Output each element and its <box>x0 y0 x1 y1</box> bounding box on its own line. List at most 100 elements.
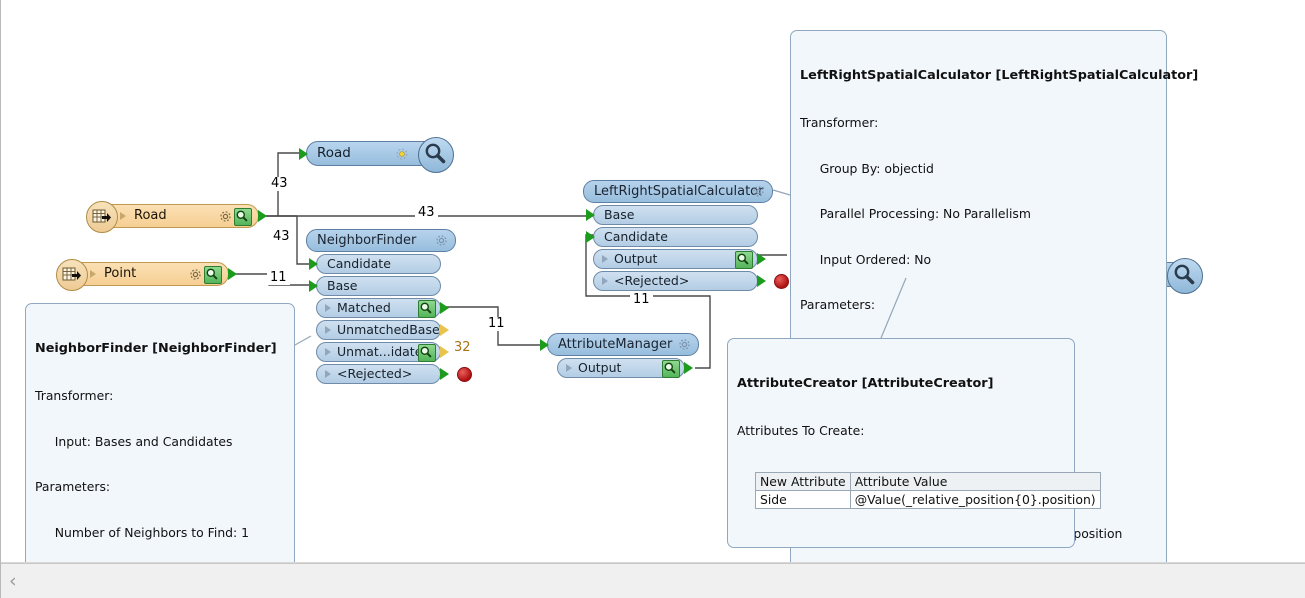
port-out-output[interactable]: Output <box>557 358 693 378</box>
reader-label-road: Road <box>134 208 167 223</box>
port-label: Unmat...idate <box>337 344 423 359</box>
gear-icon[interactable] <box>189 267 202 280</box>
node-road-reader[interactable]: Road <box>86 201 267 233</box>
input-arrow-icon <box>309 280 318 292</box>
port-label: <Rejected> <box>337 366 413 381</box>
annotation-line: Parameters: <box>35 479 111 495</box>
input-arrow-icon <box>586 209 595 221</box>
chevron-left-icon[interactable]: ‹ <box>9 570 17 592</box>
table-header-row: New Attribute Attribute Value <box>755 471 1101 491</box>
port-out-unmatchedcandidate[interactable]: Unmat...idate <box>316 342 449 362</box>
annotation-attributecreator[interactable]: AttributeCreator [AttributeCreator] Attr… <box>727 338 1101 549</box>
magnifier-badge-icon[interactable] <box>204 266 222 284</box>
magnifier-badge-icon[interactable] <box>418 300 436 318</box>
edge-label-road-to-roadinspect: 43 <box>268 177 291 191</box>
port-in-base[interactable]: Base <box>309 276 441 296</box>
attributes-table: New Attribute Attribute Value Side @Valu… <box>755 471 1101 510</box>
output-arrow-icon <box>440 324 449 336</box>
port-out-rejected[interactable]: <Rejected> <box>593 271 789 291</box>
port-label: UnmatchedBase <box>337 322 440 337</box>
annotation-title: AttributeCreator [AttributeCreator] <box>737 376 994 392</box>
magnifier-badge-icon[interactable] <box>234 208 252 226</box>
node-lrsc[interactable]: LeftRightSpatialCalculator Base Candidat… <box>583 180 789 291</box>
rejected-dot <box>457 367 472 382</box>
canvas-bottom-divider <box>1 562 1305 563</box>
gear-icon[interactable] <box>219 209 232 222</box>
port-out-unmatchedbase[interactable]: UnmatchedBase <box>316 320 449 340</box>
annotation-line: Group By: objectid <box>800 160 934 176</box>
port-in-candidate[interactable]: Candidate <box>586 227 758 247</box>
table-arrow-icon <box>56 259 88 291</box>
node-road-inspector[interactable]: Road <box>299 136 454 173</box>
annotation-line: Transformer: <box>35 388 114 404</box>
port-label: Candidate <box>604 229 668 244</box>
workflow-canvas[interactable]: Road <box>1 0 1305 563</box>
port-label: <Rejected> <box>614 273 690 288</box>
expand-triangle-icon <box>566 364 572 372</box>
magnifier-icon[interactable] <box>1167 257 1203 294</box>
port-label: Base <box>327 278 358 293</box>
node-header-lrsc[interactable]: LeftRightSpatialCalculator <box>583 180 773 203</box>
expand-triangle-icon <box>325 348 331 356</box>
gear-icon-yellow[interactable] <box>395 147 408 160</box>
gear-icon[interactable] <box>678 338 691 351</box>
magnifier-badge-icon[interactable] <box>735 251 753 269</box>
column-header-attribute-value: Attribute Value <box>849 471 1101 491</box>
output-arrow-icon <box>440 368 449 380</box>
gear-icon[interactable] <box>435 234 448 247</box>
annotation-subtitle: Attributes To Create: <box>737 423 865 439</box>
node-label-road-inspect: Road <box>317 145 351 161</box>
node-attributemanager[interactable]: AttributeManager Output <box>540 333 699 378</box>
input-arrow-icon <box>540 338 549 351</box>
node-header-attributemanager[interactable]: AttributeManager <box>540 333 699 356</box>
reader-label-point: Point <box>104 266 137 281</box>
table-row: Side @Value(_relative_position{0}.positi… <box>755 489 1101 510</box>
port-out-rejected[interactable]: <Rejected> <box>316 364 472 384</box>
table-arrow-icon <box>86 201 118 233</box>
input-arrow-icon <box>309 258 318 270</box>
annotation-line: Number of Neighbors to Find: 1 <box>35 524 250 540</box>
port-label: Output <box>614 251 658 266</box>
output-arrow-icon <box>440 302 449 314</box>
edge-label-am-to-lrsc-candidate: 11 <box>630 293 653 307</box>
expand-triangle-icon <box>602 255 608 263</box>
magnifier-badge-icon[interactable] <box>418 344 436 362</box>
expand-triangle-icon <box>325 370 331 378</box>
annotation-title: LeftRightSpatialCalculator [LeftRightSpa… <box>800 68 1199 84</box>
edge-label-nf-matched-to-am: 11 <box>485 317 508 331</box>
reader-body-road[interactable]: Road <box>86 201 267 233</box>
magnifier-icon[interactable] <box>418 136 454 173</box>
output-arrow-icon <box>228 268 237 280</box>
output-arrow-icon <box>757 253 766 265</box>
annotation-line: Parameters: <box>800 297 876 313</box>
port-out-matched[interactable]: Matched <box>316 298 449 318</box>
expand-triangle-icon <box>325 304 331 312</box>
expand-triangle-icon <box>602 277 608 285</box>
annotation-line: Parallel Processing: No Parallelism <box>800 206 1031 222</box>
port-in-candidate[interactable]: Candidate <box>309 254 441 274</box>
node-header-neighborfinder[interactable]: NeighborFinder <box>306 229 456 252</box>
port-label: Output <box>578 360 622 375</box>
bottom-bar: ‹ <box>1 563 1305 598</box>
output-arrow-icon <box>258 210 267 222</box>
node-label-lrsc: LeftRightSpatialCalculator <box>594 184 764 199</box>
magnifier-badge-icon[interactable] <box>662 360 680 378</box>
inspector-body-road[interactable]: Road <box>299 136 454 173</box>
expand-triangle-icon <box>90 270 96 278</box>
port-label: Candidate <box>327 256 391 271</box>
annotation-neighborfinder[interactable]: NeighborFinder [NeighborFinder] Transfor… <box>25 303 295 563</box>
reader-body-point[interactable]: Point <box>56 259 237 291</box>
node-label-neighborfinder: NeighborFinder <box>317 233 417 248</box>
node-neighborfinder[interactable]: NeighborFinder Candidate Base <box>306 229 472 384</box>
annotation-line: Input Ordered: No <box>800 251 932 267</box>
output-arrow-icon <box>440 346 449 358</box>
edge-label-point-to-nf-base: 11 <box>267 271 290 285</box>
input-arrow-icon <box>586 231 595 243</box>
port-in-base[interactable]: Base <box>586 205 758 225</box>
node-point-reader[interactable]: Point <box>56 259 237 291</box>
cell-new-attribute: Side <box>755 489 851 510</box>
gear-icon[interactable] <box>752 185 765 198</box>
port-out-output[interactable]: Output <box>593 249 766 269</box>
annotation-line: Transformer: <box>800 115 879 131</box>
